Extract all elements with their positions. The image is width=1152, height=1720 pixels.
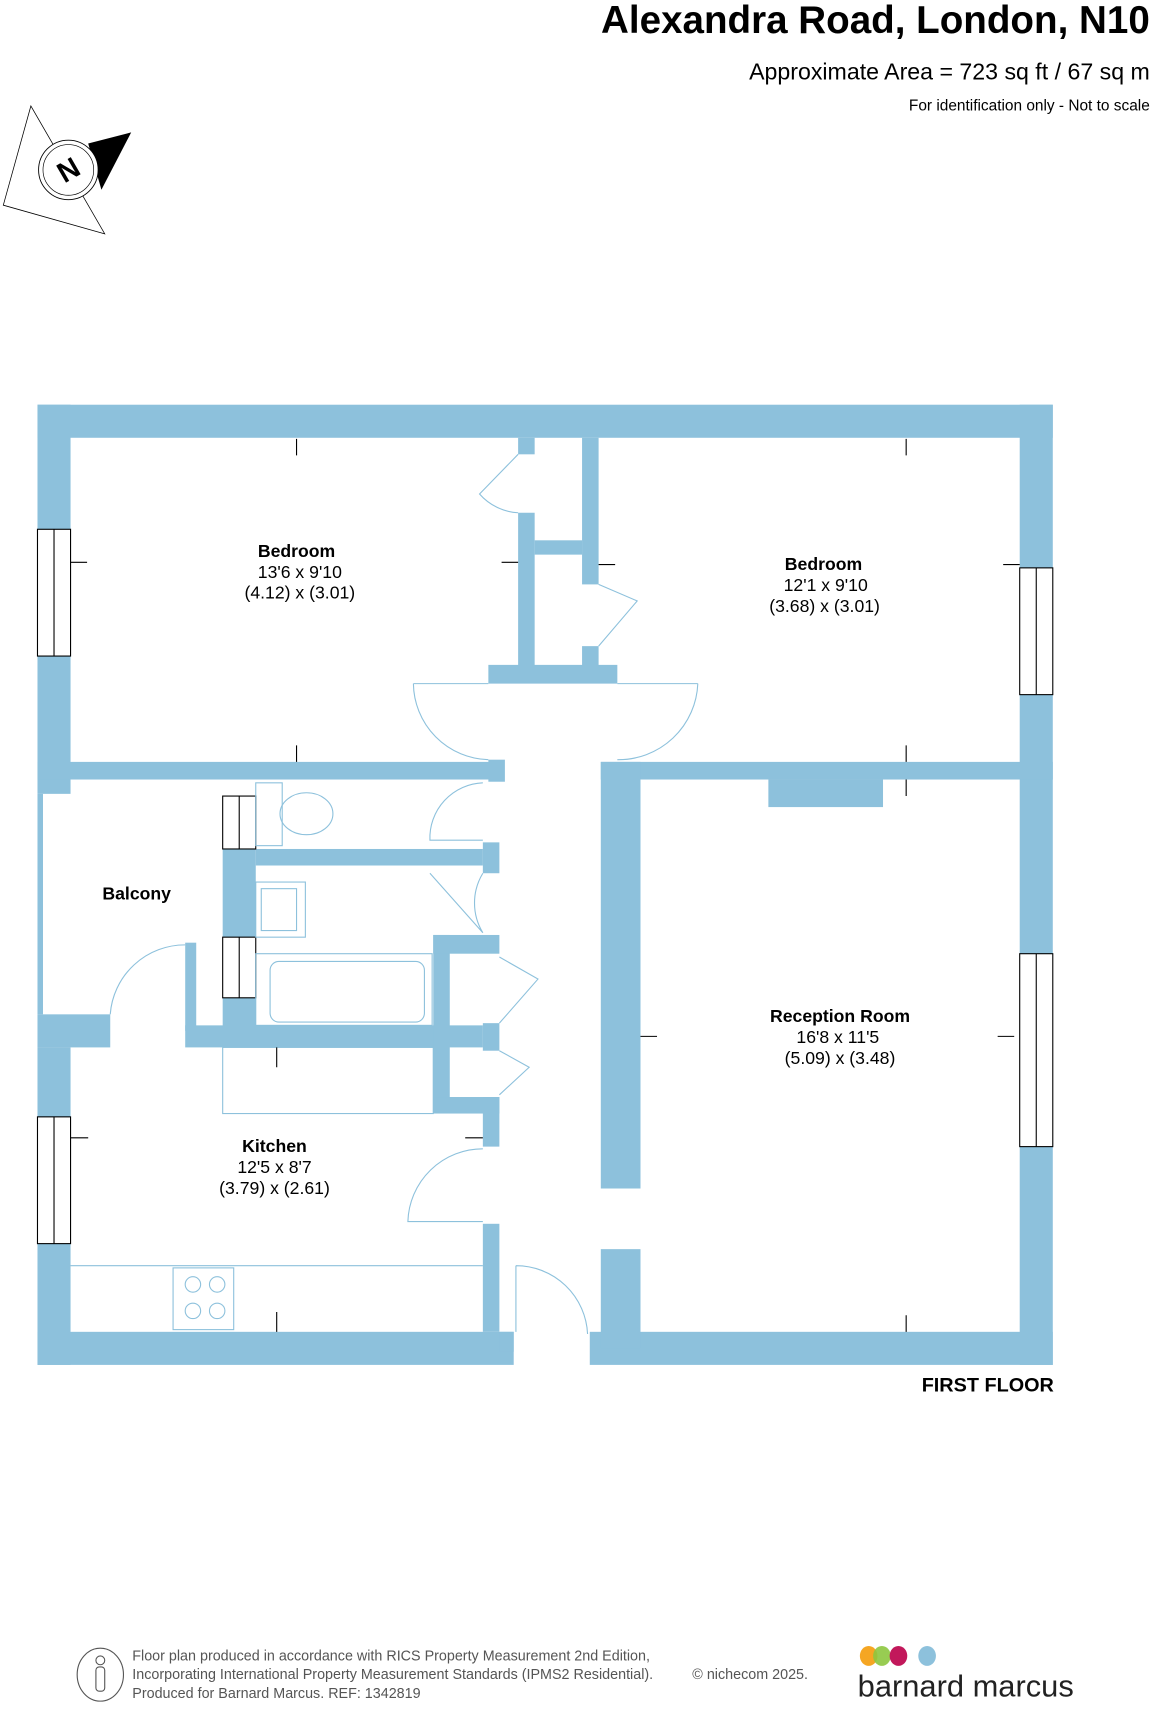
svg-text:Bedroom: Bedroom xyxy=(258,541,335,561)
svg-text:(5.09) x (3.48): (5.09) x (3.48) xyxy=(785,1048,896,1068)
property-title: Alexandra Road, London, N10 xyxy=(601,0,1150,42)
room-balcony: Balcony xyxy=(102,884,171,904)
brand-name: barnard marcus xyxy=(858,1669,1074,1704)
walls xyxy=(37,404,1053,1365)
approximate-area: Approximate Area = 723 sq ft / 67 sq m xyxy=(749,59,1150,85)
room-bedroom-1: Bedroom 13'6 x 9'10 (4.12) x (3.01) xyxy=(244,541,355,603)
svg-text:12'5 x 8'7: 12'5 x 8'7 xyxy=(237,1157,311,1177)
svg-text:Kitchen: Kitchen xyxy=(242,1136,307,1156)
floor-label: FIRST FLOOR xyxy=(922,1374,1054,1396)
disclaimer: For identification only - Not to scale xyxy=(909,97,1150,114)
svg-text:(3.79) x (2.61): (3.79) x (2.61) xyxy=(219,1178,330,1198)
compass-icon: N xyxy=(2,104,132,235)
bath-icon xyxy=(269,960,425,1023)
room-reception: Reception Room 16'8 x 11'5 (5.09) x (3.4… xyxy=(770,1006,910,1068)
room-bedroom-2: Bedroom 12'1 x 9'10 (3.68) x (3.01) xyxy=(769,554,880,616)
fixtures xyxy=(70,782,483,1331)
svg-text:(3.68) x (3.01): (3.68) x (3.01) xyxy=(769,596,880,616)
svg-text:Reception Room: Reception Room xyxy=(770,1006,910,1026)
hob-icon xyxy=(172,1267,235,1331)
svg-text:13'6 x 9'10: 13'6 x 9'10 xyxy=(258,562,342,582)
svg-text:16'8 x 11'5: 16'8 x 11'5 xyxy=(796,1027,879,1047)
windows xyxy=(36,528,1054,1245)
toilet-icon xyxy=(255,782,283,847)
svg-text:(4.12) x (3.01): (4.12) x (3.01) xyxy=(244,583,355,603)
svg-text:12'1 x 9'10: 12'1 x 9'10 xyxy=(784,575,868,595)
footer-line-2: Incorporating International Property Mea… xyxy=(132,1667,653,1683)
dimension-arrows xyxy=(70,438,1020,1332)
sink-icon xyxy=(255,881,306,938)
brand-logo: barnard marcus xyxy=(858,1646,1074,1704)
footer-line-1: Floor plan produced in accordance with R… xyxy=(132,1648,650,1664)
svg-text:Bedroom: Bedroom xyxy=(785,554,862,574)
rics-person-icon xyxy=(76,1647,125,1702)
footer-line-3: Produced for Barnard Marcus. REF: 134281… xyxy=(132,1686,420,1702)
room-kitchen: Kitchen 12'5 x 8'7 (3.79) x (2.61) xyxy=(219,1136,330,1198)
footer-copyright: © nichecom 2025. xyxy=(692,1667,808,1683)
doors xyxy=(109,453,699,1335)
